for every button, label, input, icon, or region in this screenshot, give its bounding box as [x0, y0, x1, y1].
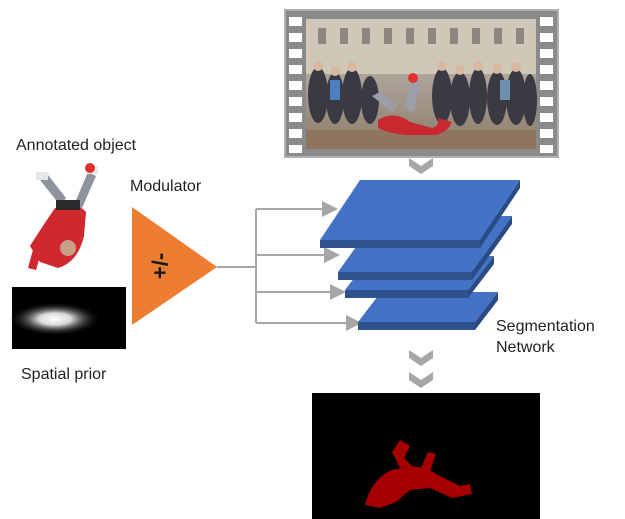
spatial-prior-image [9, 287, 126, 349]
network-layer-4 [358, 292, 498, 330]
segmentation-label-line2: Network [496, 339, 555, 356]
modulator-symbol: +/- [148, 253, 173, 279]
annotated-object-label: Annotated object [16, 137, 137, 154]
modulator-label: Modulator [130, 178, 202, 195]
network-layer-1 [320, 180, 520, 248]
output-segmentation-mask [312, 393, 540, 519]
modulator-block: +/- [132, 207, 217, 325]
spatial-prior-label: Spatial prior [21, 366, 107, 383]
modulation-connectors [217, 201, 362, 331]
annotated-object-image [28, 163, 98, 270]
chevron-down-icon [409, 350, 433, 388]
video-frame-film-strip [284, 9, 559, 158]
segmentation-label-line1: Segmentation [496, 318, 595, 335]
video-frame-photo [306, 19, 537, 149]
segmentation-network-label: Segmentation Network [496, 316, 595, 358]
segmentation-network [320, 180, 520, 330]
